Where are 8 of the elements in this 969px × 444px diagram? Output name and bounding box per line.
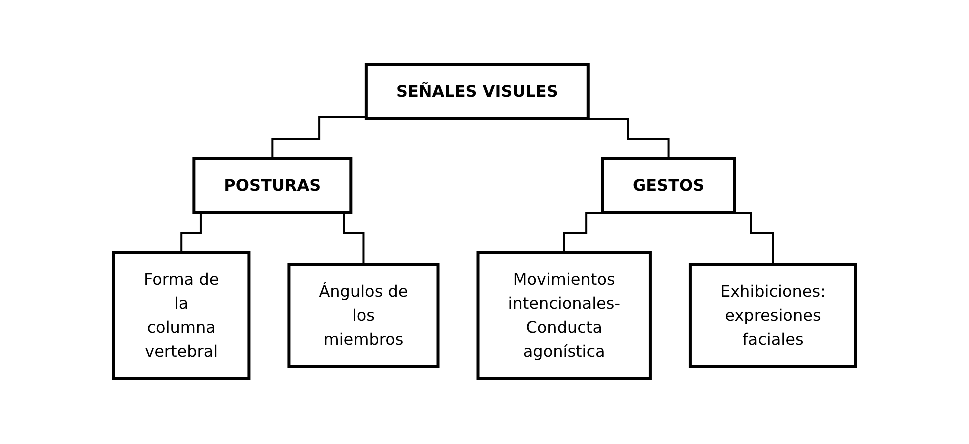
node-box: Movimientos intencionales- Conducta agonística — [476, 252, 652, 380]
node-box: Exhibiciones: expresiones faciales — [688, 264, 857, 368]
node-box: GESTOS — [600, 158, 736, 214]
node-box: Forma de la columna vertebral — [112, 252, 250, 380]
node-box: Ángulos de los miembros — [287, 264, 440, 368]
node-box: SEÑALES VISULES — [364, 64, 590, 120]
node-box: POSTURAS — [192, 158, 352, 214]
connector — [271, 116, 366, 160]
